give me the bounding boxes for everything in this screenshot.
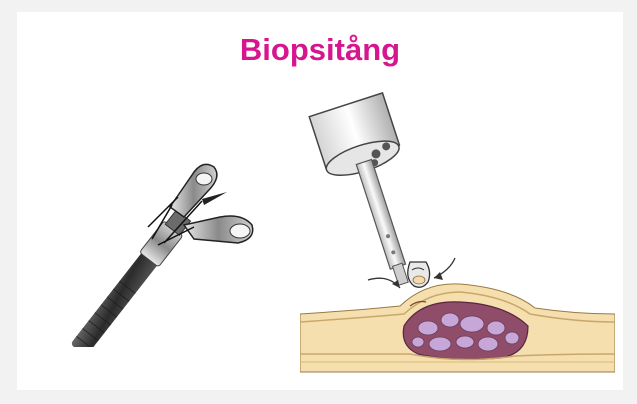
- slide-title: Biopsitång: [17, 32, 623, 68]
- biopsy-forceps-icon: [52, 147, 277, 347]
- endoscope-biopsy-icon: [300, 92, 615, 382]
- slide: Biopsitång: [17, 12, 623, 390]
